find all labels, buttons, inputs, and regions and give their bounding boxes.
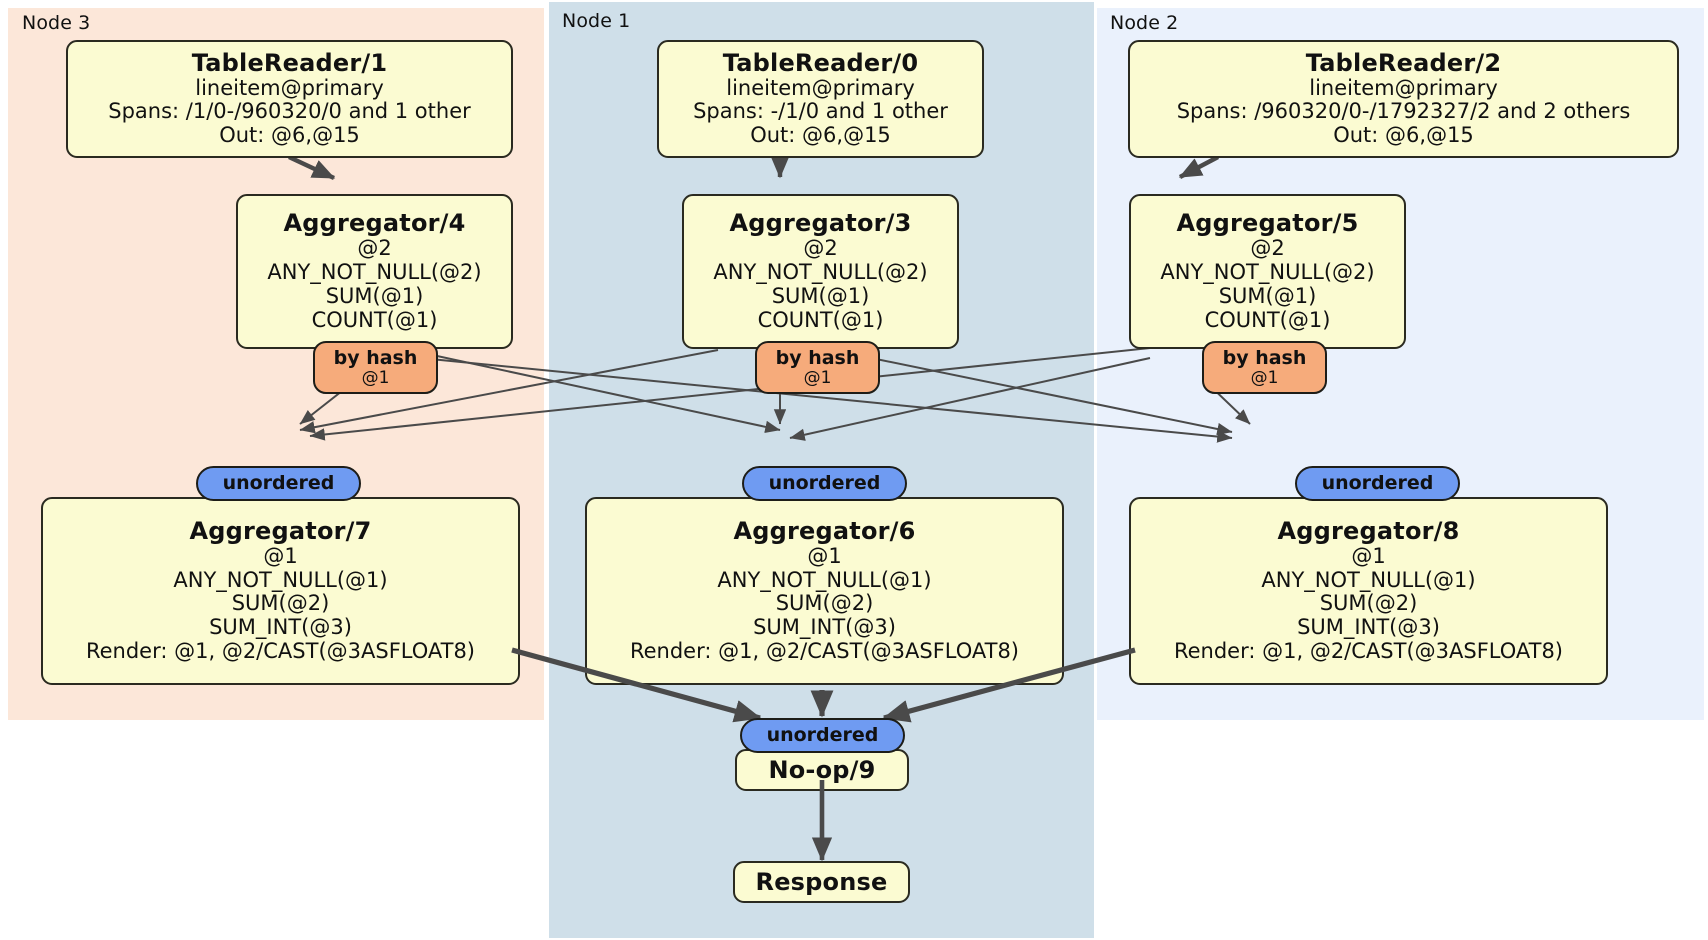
processor-tablereader-2[interactable]: TableReader/2 lineitem@primary Spans: /9… [1128,40,1679,158]
aggregator-3-line-2: SUM(@1) [771,283,870,308]
processor-aggregator-6[interactable]: Aggregator/6 @1 ANY_NOT_NULL(@1) SUM(@2)… [585,497,1064,685]
hash-router-center[interactable]: by hash @1 [755,341,880,394]
tablereader-2-line-2: Out: @6,@15 [1333,123,1474,148]
hash-router-left[interactable]: by hash @1 [313,341,438,394]
hash-router-left-type: by hash [333,347,418,370]
tablereader-2-line-0: lineitem@primary [1309,75,1498,100]
aggregator-8-title: Aggregator/8 [1277,516,1460,545]
synchronizer-final[interactable]: unordered [740,718,905,753]
processor-aggregator-3[interactable]: Aggregator/3 @2 ANY_NOT_NULL(@2) SUM(@1)… [682,194,959,349]
aggregator-5-line-1: ANY_NOT_NULL(@2) [1160,260,1375,284]
aggregator-5-line-2: SUM(@1) [1218,283,1317,308]
processor-tablereader-0[interactable]: TableReader/0 lineitem@primary Spans: -/… [657,40,984,158]
aggregator-5-title: Aggregator/5 [1176,209,1359,238]
hash-router-right-type: by hash [1222,347,1307,370]
edge-reader-to-agg [288,155,1220,180]
processor-response[interactable]: Response [733,861,910,903]
aggregator-4-line-0: @2 [357,236,392,261]
aggregator-6-line-1: ANY_NOT_NULL(@1) [717,567,932,592]
tablereader-1-title: TableReader/1 [191,48,388,77]
hash-router-center-type: by hash [775,347,860,370]
edge-hash-to-sync [299,347,1251,443]
aggregator-4-title: Aggregator/4 [283,209,466,238]
aggregator-8-line-4: Render: @1, @2/CAST(@3ASFLOAT8) [1173,639,1564,664]
aggregator-6-line-3: SUM_INT(@3) [753,615,896,640]
tablereader-0-line-1: Spans: -/1/0 and 1 other [693,99,948,124]
aggregator-7-line-0: @1 [263,543,298,568]
synchronizer-center-label: unordered [768,472,881,495]
aggregator-3-line-0: @2 [803,236,838,261]
aggregator-7-line-1: ANY_NOT_NULL(@1) [173,567,388,592]
synchronizer-left-label: unordered [222,472,335,495]
response-title: Response [755,867,888,896]
aggregator-6-line-4: Render: @1, @2/CAST(@3ASFLOAT8) [629,639,1020,664]
tablereader-2-line-1: Spans: /960320/0-/1792327/2 and 2 others [1176,99,1631,124]
aggregator-3-line-1: ANY_NOT_NULL(@2) [713,260,928,284]
aggregator-8-line-0: @1 [1351,543,1386,568]
synchronizer-final-label: unordered [766,724,879,747]
aggregator-7-title: Aggregator/7 [189,516,372,545]
synchronizer-right[interactable]: unordered [1295,466,1460,501]
processor-aggregator-4[interactable]: Aggregator/4 @2 ANY_NOT_NULL(@2) SUM(@1)… [236,194,513,349]
node-label-node1: Node 1 [562,10,631,32]
aggregator-8-line-3: SUM_INT(@3) [1297,615,1440,640]
processor-tablereader-1[interactable]: TableReader/1 lineitem@primary Spans: /1… [66,40,513,158]
aggregator-3-line-3: COUNT(@1) [757,307,884,332]
tablereader-1-line-2: Out: @6,@15 [219,123,360,148]
aggregator-4-line-2: SUM(@1) [325,283,424,308]
aggregator-3-title: Aggregator/3 [729,209,912,238]
tablereader-2-title: TableReader/2 [1305,48,1502,77]
tablereader-0-line-2: Out: @6,@15 [750,123,891,148]
aggregator-8-line-2: SUM(@2) [1319,591,1418,616]
processor-aggregator-8[interactable]: Aggregator/8 @1 ANY_NOT_NULL(@1) SUM(@2)… [1129,497,1608,685]
tablereader-1-line-0: lineitem@primary [195,75,384,100]
tablereader-1-line-1: Spans: /1/0-/960320/0 and 1 other [108,99,471,124]
aggregator-7-line-4: Render: @1, @2/CAST(@3ASFLOAT8) [85,639,476,664]
tablereader-0-title: TableReader/0 [722,48,919,77]
node-label-node2: Node 2 [1110,12,1179,34]
aggregator-6-line-0: @1 [807,543,842,568]
aggregator-5-line-3: COUNT(@1) [1204,307,1331,332]
processor-aggregator-7[interactable]: Aggregator/7 @1 ANY_NOT_NULL(@1) SUM(@2)… [41,497,520,685]
node-label-node3: Node 3 [22,12,91,34]
aggregator-8-line-1: ANY_NOT_NULL(@1) [1261,567,1476,592]
edge-agg-to-final-sync [511,647,1136,723]
noop-9-title: No-op/9 [768,755,876,784]
aggregator-5-line-0: @2 [1250,236,1285,261]
aggregator-6-title: Aggregator/6 [733,516,916,545]
aggregator-7-line-2: SUM(@2) [231,591,330,616]
aggregator-7-line-3: SUM_INT(@3) [209,615,352,640]
aggregator-4-line-3: COUNT(@1) [311,307,438,332]
synchronizer-center[interactable]: unordered [742,466,907,501]
aggregator-4-line-1: ANY_NOT_NULL(@2) [267,260,482,284]
synchronizer-right-label: unordered [1321,472,1434,495]
hash-router-right-column: @1 [1250,367,1279,388]
hash-router-left-column: @1 [361,367,390,388]
tablereader-0-line-0: lineitem@primary [726,75,915,100]
hash-router-right[interactable]: by hash @1 [1202,341,1327,394]
hash-router-center-column: @1 [803,367,832,388]
synchronizer-left[interactable]: unordered [196,466,361,501]
aggregator-6-line-2: SUM(@2) [775,591,874,616]
